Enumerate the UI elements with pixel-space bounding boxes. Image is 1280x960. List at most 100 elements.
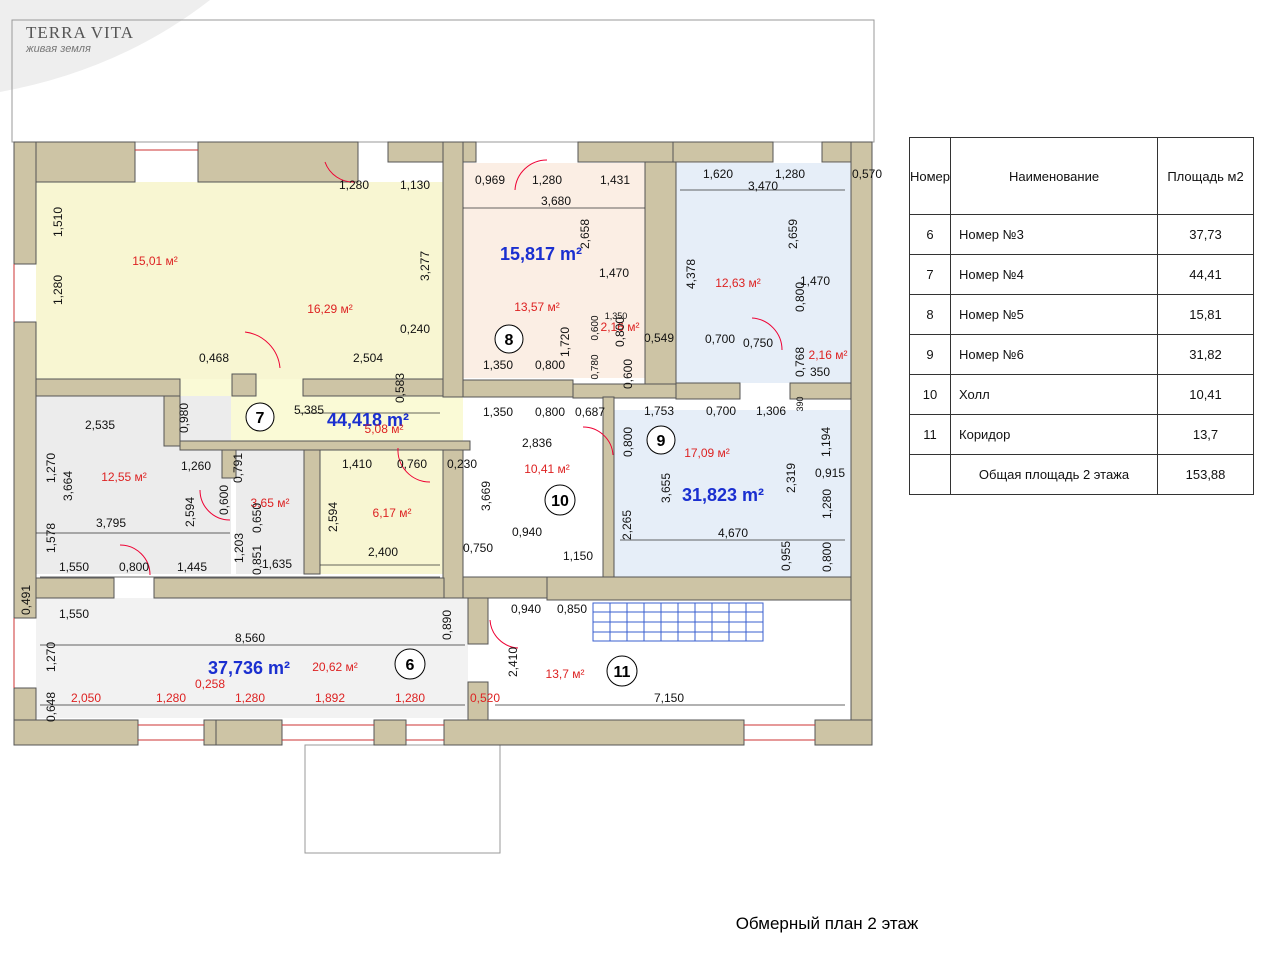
area-label: 13,7 м² — [546, 667, 585, 681]
svg-text:1,720: 1,720 — [558, 327, 572, 357]
svg-text:0,750: 0,750 — [463, 541, 493, 555]
table-cell: 10 — [908, 374, 952, 415]
table-cell: 15,81 — [1157, 294, 1254, 335]
svg-text:1,510: 1,510 — [51, 207, 65, 237]
svg-text:3,664: 3,664 — [61, 471, 75, 501]
balcony-outline — [304, 744, 501, 854]
table-cell: 6 — [908, 214, 952, 255]
svg-text:1,280: 1,280 — [775, 167, 805, 181]
wall-int-h6 — [675, 382, 741, 400]
big-area-6: 37,736 m² — [208, 658, 290, 678]
wall-bottom-1 — [13, 719, 139, 746]
svg-text:2,265: 2,265 — [620, 510, 634, 540]
area-label: 3,65 м² — [251, 496, 290, 510]
table-cell: 9 — [908, 334, 952, 375]
area-label: 2,16 м² — [601, 320, 640, 334]
svg-text:4,378: 4,378 — [684, 259, 698, 289]
svg-text:1,892: 1,892 — [315, 691, 345, 705]
svg-text:0,760: 0,760 — [397, 457, 427, 471]
room-11 — [488, 600, 851, 720]
svg-text:0,800: 0,800 — [535, 358, 565, 372]
svg-text:0,491: 0,491 — [19, 585, 33, 615]
svg-text:1,431: 1,431 — [600, 173, 630, 187]
svg-text:4,670: 4,670 — [718, 526, 748, 540]
table-cell: Номер №4 — [950, 254, 1159, 295]
svg-text:1,445: 1,445 — [177, 560, 207, 574]
table-row: 10 Холл 10,41 — [908, 374, 1254, 415]
svg-text:1,350: 1,350 — [483, 358, 513, 372]
svg-text:5,385: 5,385 — [294, 403, 324, 417]
svg-text:1,270: 1,270 — [44, 453, 58, 483]
svg-text:1,260: 1,260 — [181, 459, 211, 473]
svg-text:0,687: 0,687 — [575, 405, 605, 419]
area-label: 16,29 м² — [307, 302, 353, 316]
table-cell: 13,7 — [1157, 414, 1254, 455]
stairs — [592, 602, 764, 642]
table-row: 11 Коридор 13,7 — [908, 414, 1254, 455]
table-cell: 10,41 — [1157, 374, 1254, 415]
svg-text:1,280: 1,280 — [156, 691, 186, 705]
area-label: 17,09 м² — [684, 446, 730, 460]
svg-text:2,659: 2,659 — [786, 219, 800, 249]
wall-int-h2 — [231, 373, 257, 397]
wall-int-h1 — [35, 378, 181, 397]
svg-text:0,750: 0,750 — [743, 336, 773, 350]
room-8 — [463, 163, 645, 378]
area-label: 15,01 м² — [132, 254, 178, 268]
svg-text:0,800: 0,800 — [613, 317, 627, 347]
svg-text:2,594: 2,594 — [326, 502, 340, 532]
table-cell: Холл — [950, 374, 1159, 415]
svg-text:1,470: 1,470 — [599, 266, 629, 280]
svg-text:0,850: 0,850 — [557, 602, 587, 616]
wall-int-v2 — [644, 161, 677, 385]
wall-top-5 — [672, 141, 774, 163]
wall-int-v3 — [163, 395, 181, 447]
svg-text:2,535: 2,535 — [85, 418, 115, 432]
wall-left-2 — [13, 321, 37, 619]
room-number-8: 8 — [505, 332, 514, 349]
svg-text:2,400: 2,400 — [368, 545, 398, 559]
svg-text:0,980: 0,980 — [177, 403, 191, 433]
svg-text:0,468: 0,468 — [199, 351, 229, 365]
svg-text:1,130: 1,130 — [400, 178, 430, 192]
table-cell: 7 — [908, 254, 952, 295]
svg-text:1,350: 1,350 — [605, 311, 628, 321]
svg-text:2,410: 2,410 — [506, 647, 520, 677]
room-number-circle-10 — [544, 484, 576, 516]
table-row: 7 Номер №4 44,41 — [908, 254, 1254, 295]
svg-text:2,594: 2,594 — [183, 497, 197, 527]
svg-text:0,800: 0,800 — [119, 560, 149, 574]
svg-text:2,836: 2,836 — [522, 436, 552, 450]
table-header-area: Площадь м2 — [1157, 137, 1254, 215]
wall-bottom-5 — [443, 719, 745, 746]
logo-swoosh — [0, 0, 210, 92]
svg-text:0,230: 0,230 — [447, 457, 477, 471]
svg-text:0,940: 0,940 — [511, 602, 541, 616]
wall-int-v8 — [467, 597, 489, 645]
table-cell: 31,82 — [1157, 334, 1254, 375]
logo-tagline: живая земля — [25, 43, 91, 55]
svg-text:1,753: 1,753 — [644, 404, 674, 418]
room-number-circle-11 — [606, 655, 638, 687]
big-area-7: 44,418 m² — [327, 410, 409, 430]
svg-text:0,583: 0,583 — [393, 373, 407, 403]
svg-text:1,280: 1,280 — [235, 691, 265, 705]
table-header-row: Номер Наименование Площадь м2 — [908, 137, 1254, 215]
wall-bottom-3 — [215, 719, 283, 746]
svg-text:3,669: 3,669 — [479, 481, 493, 511]
table-cell-empty — [908, 454, 952, 495]
svg-text:0,600: 0,600 — [590, 315, 601, 340]
svg-text:0,791: 0,791 — [231, 453, 245, 483]
room-grey-small — [236, 450, 304, 574]
svg-text:0,570: 0,570 — [852, 167, 882, 181]
area-table-grid: Номер Наименование Площадь м2 6 Номер №3… — [908, 137, 1254, 495]
svg-text:0,780: 0,780 — [590, 354, 601, 379]
svg-text:1,620: 1,620 — [703, 167, 733, 181]
wall-int-h12 — [546, 576, 852, 601]
wall-int-v5 — [221, 449, 237, 479]
svg-text:3,795: 3,795 — [96, 516, 126, 530]
wall-bottom-6 — [814, 719, 873, 746]
table-cell: Коридор — [950, 414, 1159, 455]
svg-text:0,258: 0,258 — [195, 677, 225, 691]
